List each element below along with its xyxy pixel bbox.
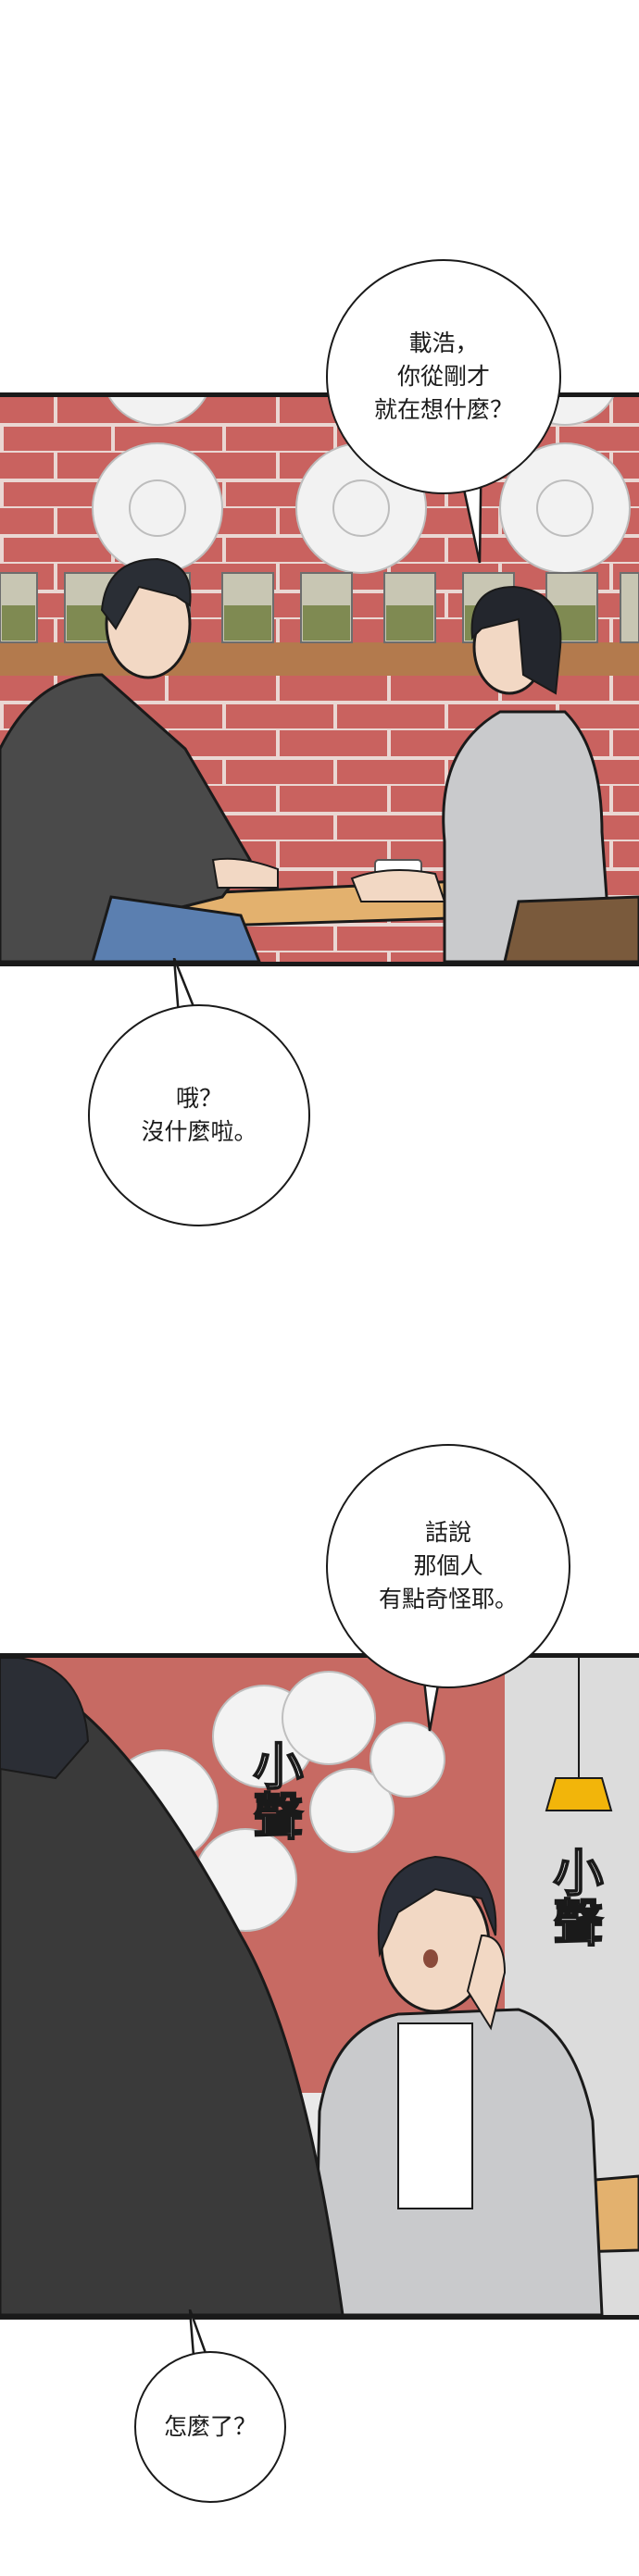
- wall-plates: [92, 397, 631, 574]
- speech-bubble-1-text: 載浩， 你從剛才 就在想什麼？: [373, 330, 513, 423]
- sfx-whisper-right: 小聲: [544, 1846, 605, 1948]
- speech-bubble-3-text: 話說 那個人 有點奇怪耶。: [378, 1519, 518, 1612]
- speech-bubble-4-text: 怎麼了？: [163, 2413, 257, 2440]
- sfx-whisper-left: 小聲: [244, 1739, 305, 1841]
- speech-bubble-3: 話說 那個人 有點奇怪耶。: [326, 1444, 570, 1688]
- panel-cafe-conversation: [0, 392, 639, 966]
- man-figure: [0, 557, 279, 962]
- speech-bubble-4: 怎麼了？: [134, 2351, 286, 2503]
- woman-figure: [350, 585, 639, 962]
- panel-1-artwork: [0, 397, 639, 962]
- speech-bubble-2-text: 哦？ 沒什麼啦。: [141, 1085, 257, 1145]
- pendant-lamp: [545, 1777, 613, 1811]
- panel-2-artwork: [0, 1658, 639, 2315]
- speech-bubble-2: 哦？ 沒什麼啦。: [88, 1004, 310, 1226]
- woman-figure-2: [313, 1855, 604, 2315]
- panel-whisper: [0, 1653, 639, 2320]
- speech-bubble-1: 載浩， 你從剛才 就在想什麼？: [326, 259, 561, 494]
- man-back-figure: [0, 1658, 345, 2315]
